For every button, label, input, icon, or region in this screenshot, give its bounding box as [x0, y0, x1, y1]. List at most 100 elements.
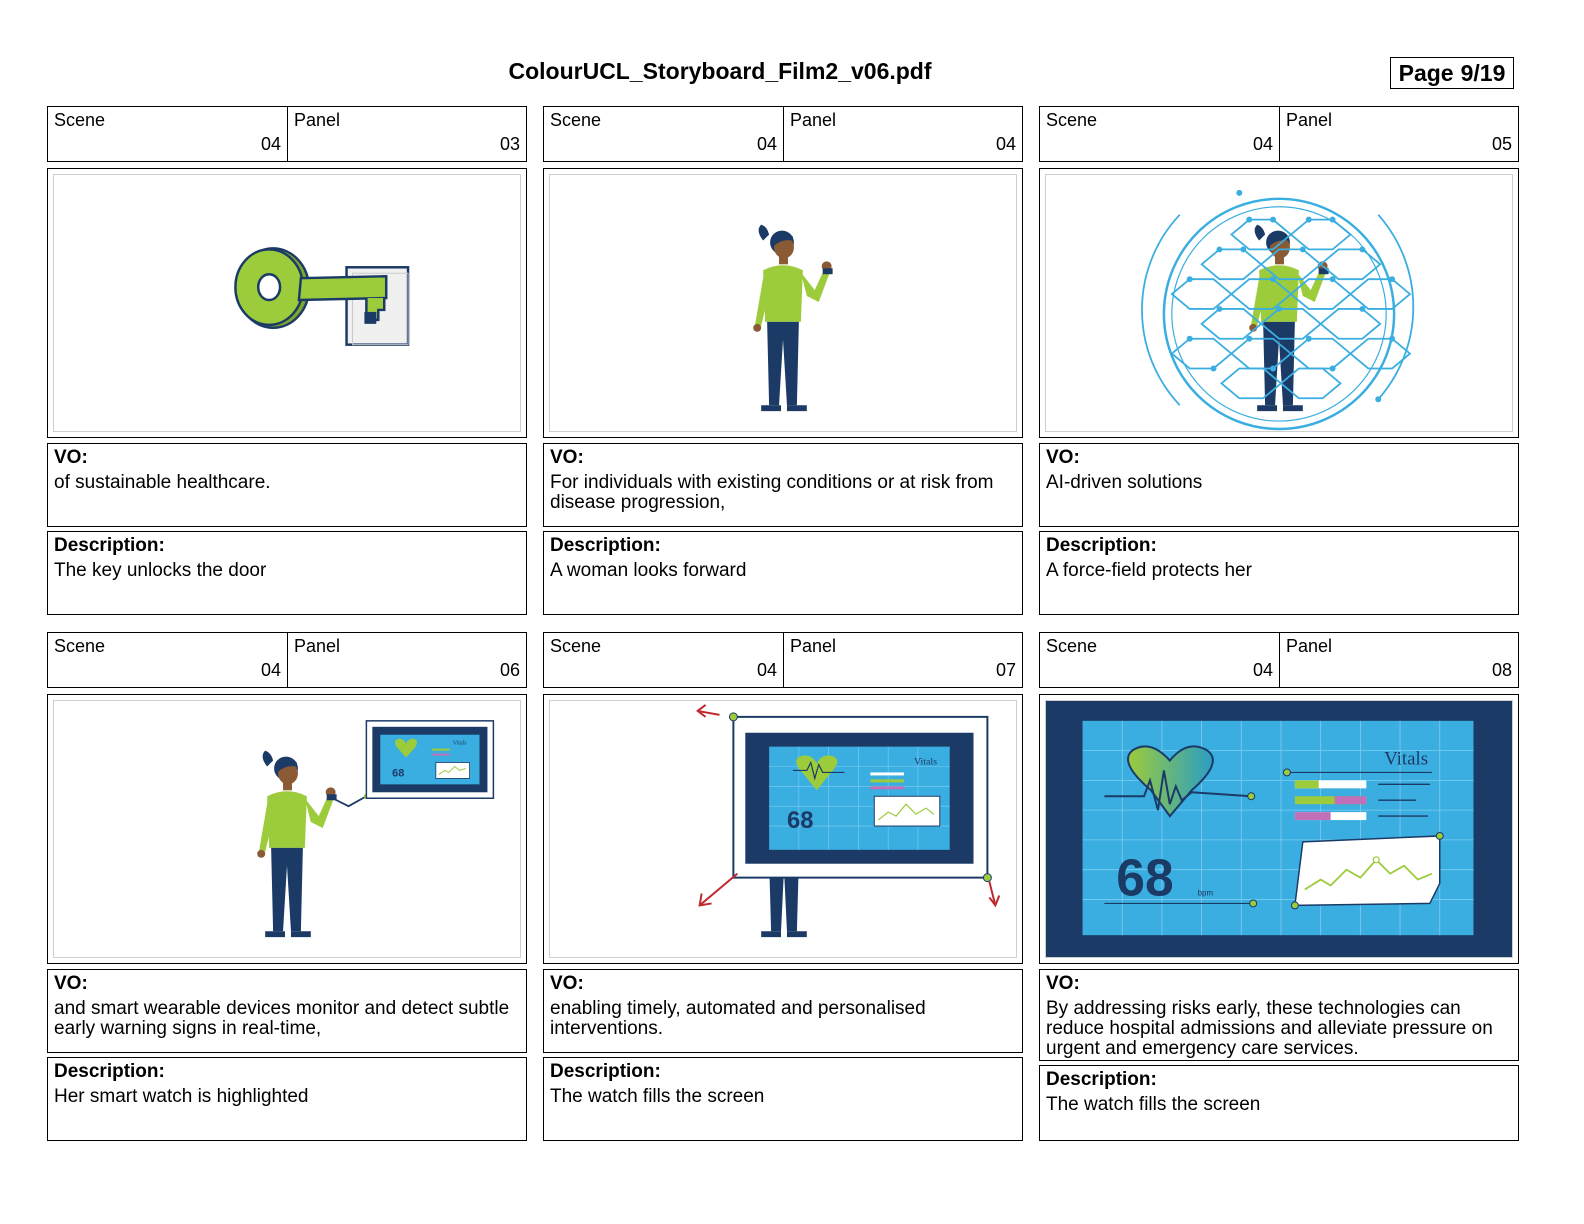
- panel-number: 05: [1491, 134, 1512, 154]
- vo-label: VO:: [550, 973, 584, 994]
- woman-figure: [1249, 224, 1329, 412]
- panel-cell: Panel 05: [1279, 107, 1518, 161]
- description-label: Description:: [550, 1061, 661, 1082]
- woman-figure: [257, 750, 337, 938]
- scene-label: Scene: [1046, 636, 1098, 656]
- panel-header: Scene 04 Panel 04: [543, 106, 1023, 162]
- vitals-dashboard-illustration: 68 bpm Vitals: [1046, 701, 1512, 957]
- vo-box: VO: AI-driven solutions: [1039, 443, 1519, 527]
- scene-cell: Scene 04: [1040, 107, 1279, 161]
- scene-cell: Scene 04: [1040, 633, 1279, 687]
- woman-standing-illustration: [753, 224, 833, 412]
- panel-cell: Panel 08: [1279, 633, 1518, 687]
- scene-cell: Scene 04: [48, 633, 287, 687]
- description-label: Description:: [54, 535, 165, 556]
- vo-text: and smart wearable devices monitor and d…: [54, 998, 510, 1039]
- vitals-bpm-medium: 68: [787, 807, 813, 834]
- illustration-frame: [543, 168, 1023, 438]
- scene-number: 04: [260, 134, 281, 154]
- vitals-heading-large: Vitals: [1384, 749, 1428, 770]
- illustration-frame: 68 Vitals: [47, 694, 527, 964]
- vo-text: enabling timely, automated and personali…: [550, 998, 926, 1039]
- page-number: 9/19: [1460, 59, 1506, 86]
- expand-arrows: [696, 704, 1001, 908]
- panel-label: Panel: [790, 110, 837, 130]
- description-label: Description:: [54, 1061, 165, 1082]
- scene-number: 04: [260, 660, 281, 680]
- panel-header: Scene 04 Panel 06: [47, 632, 527, 688]
- watch-expanding-illustration: 68 Vitals: [696, 704, 1001, 938]
- panel-number: 07: [995, 660, 1016, 680]
- panel-number: 03: [499, 134, 520, 154]
- panel-label: Panel: [294, 110, 341, 130]
- vo-box: VO: of sustainable healthcare.: [47, 443, 527, 527]
- panel-header: Scene 04 Panel 03: [47, 106, 527, 162]
- panel-label: Panel: [294, 636, 341, 656]
- panel-number: 06: [499, 660, 520, 680]
- woman-figure: [753, 224, 833, 412]
- scene-label: Scene: [1046, 110, 1098, 130]
- description-box: Description: The key unlocks the door: [47, 531, 527, 615]
- panel-cell: Panel 07: [783, 633, 1022, 687]
- description-box: Description: The watch fills the screen: [1039, 1065, 1519, 1141]
- vo-box: VO: By addressing risks early, these tec…: [1039, 969, 1519, 1061]
- description-box: Description: A woman looks forward: [543, 531, 1023, 615]
- vo-label: VO:: [550, 447, 584, 468]
- panel-cell: Panel 03: [287, 107, 526, 161]
- panel-label: Panel: [790, 636, 837, 656]
- description-label: Description:: [1046, 535, 1157, 556]
- vo-box: VO: For individuals with existing condit…: [543, 443, 1023, 527]
- vo-box: VO: and smart wearable devices monitor a…: [47, 969, 527, 1053]
- vitals-heading-mini: Vitals: [453, 741, 468, 747]
- scene-label: Scene: [550, 110, 602, 130]
- illustration-frame: 68 bpm Vitals: [1039, 694, 1519, 964]
- vo-label: VO:: [1046, 447, 1080, 468]
- vo-text: By addressing risks early, these technol…: [1046, 998, 1493, 1059]
- scene-label: Scene: [54, 636, 106, 656]
- vo-box: VO: enabling timely, automated and perso…: [543, 969, 1023, 1053]
- vitals-bpm-mini: 68: [392, 767, 404, 779]
- panel-header: Scene 04 Panel 07: [543, 632, 1023, 688]
- panel-label: Panel: [1286, 636, 1333, 656]
- description-text: The watch fills the screen: [1046, 1094, 1261, 1115]
- scene-cell: Scene 04: [48, 107, 287, 161]
- scene-label: Scene: [550, 636, 602, 656]
- vo-text: AI-driven solutions: [1046, 472, 1203, 493]
- panel-number: 08: [1491, 660, 1512, 680]
- vo-label: VO:: [1046, 973, 1080, 994]
- scene-number: 04: [1252, 134, 1273, 154]
- panel-number: 04: [995, 134, 1016, 154]
- panel-cell: Panel 06: [287, 633, 526, 687]
- vo-label: VO:: [54, 447, 88, 468]
- key-in-lock-illustration: [234, 247, 410, 346]
- vitals-heading-medium: Vitals: [914, 757, 937, 768]
- vo-label: VO:: [54, 973, 88, 994]
- panel-header: Scene 04 Panel 08: [1039, 632, 1519, 688]
- panel-label: Panel: [1286, 110, 1333, 130]
- scene-label: Scene: [54, 110, 106, 130]
- page-indicator: Page 9/19: [1390, 57, 1514, 89]
- scene-number: 04: [1252, 660, 1273, 680]
- panel-header: Scene 04 Panel 05: [1039, 106, 1519, 162]
- page-label: Page: [1398, 59, 1454, 86]
- illustration-frame: [1039, 168, 1519, 438]
- scene-number: 04: [756, 660, 777, 680]
- description-box: Description: The watch fills the screen: [543, 1057, 1023, 1141]
- description-text: A woman looks forward: [550, 560, 747, 581]
- document-title: ColourUCL_Storyboard_Film2_v06.pdf: [508, 58, 932, 84]
- scene-cell: Scene 04: [544, 633, 783, 687]
- vo-text: For individuals with existing conditions…: [550, 472, 994, 513]
- illustration-frame: [47, 168, 527, 438]
- panel-cell: Panel 04: [783, 107, 1022, 161]
- watch-callout-illustration: 68 Vitals: [257, 720, 495, 938]
- vitals-bpm-large: 68: [1116, 848, 1173, 906]
- description-text: Her smart watch is highlighted: [54, 1086, 309, 1107]
- description-box: Description: A force-field protects her: [1039, 531, 1519, 615]
- description-text: A force-field protects her: [1046, 560, 1252, 581]
- force-field-illustration: [1141, 189, 1415, 431]
- description-box: Description: Her smart watch is highligh…: [47, 1057, 527, 1141]
- vitals-bpm-unit: bpm: [1198, 888, 1214, 897]
- description-label: Description:: [1046, 1069, 1157, 1090]
- description-text: The watch fills the screen: [550, 1086, 765, 1107]
- vo-text: of sustainable healthcare.: [54, 472, 271, 493]
